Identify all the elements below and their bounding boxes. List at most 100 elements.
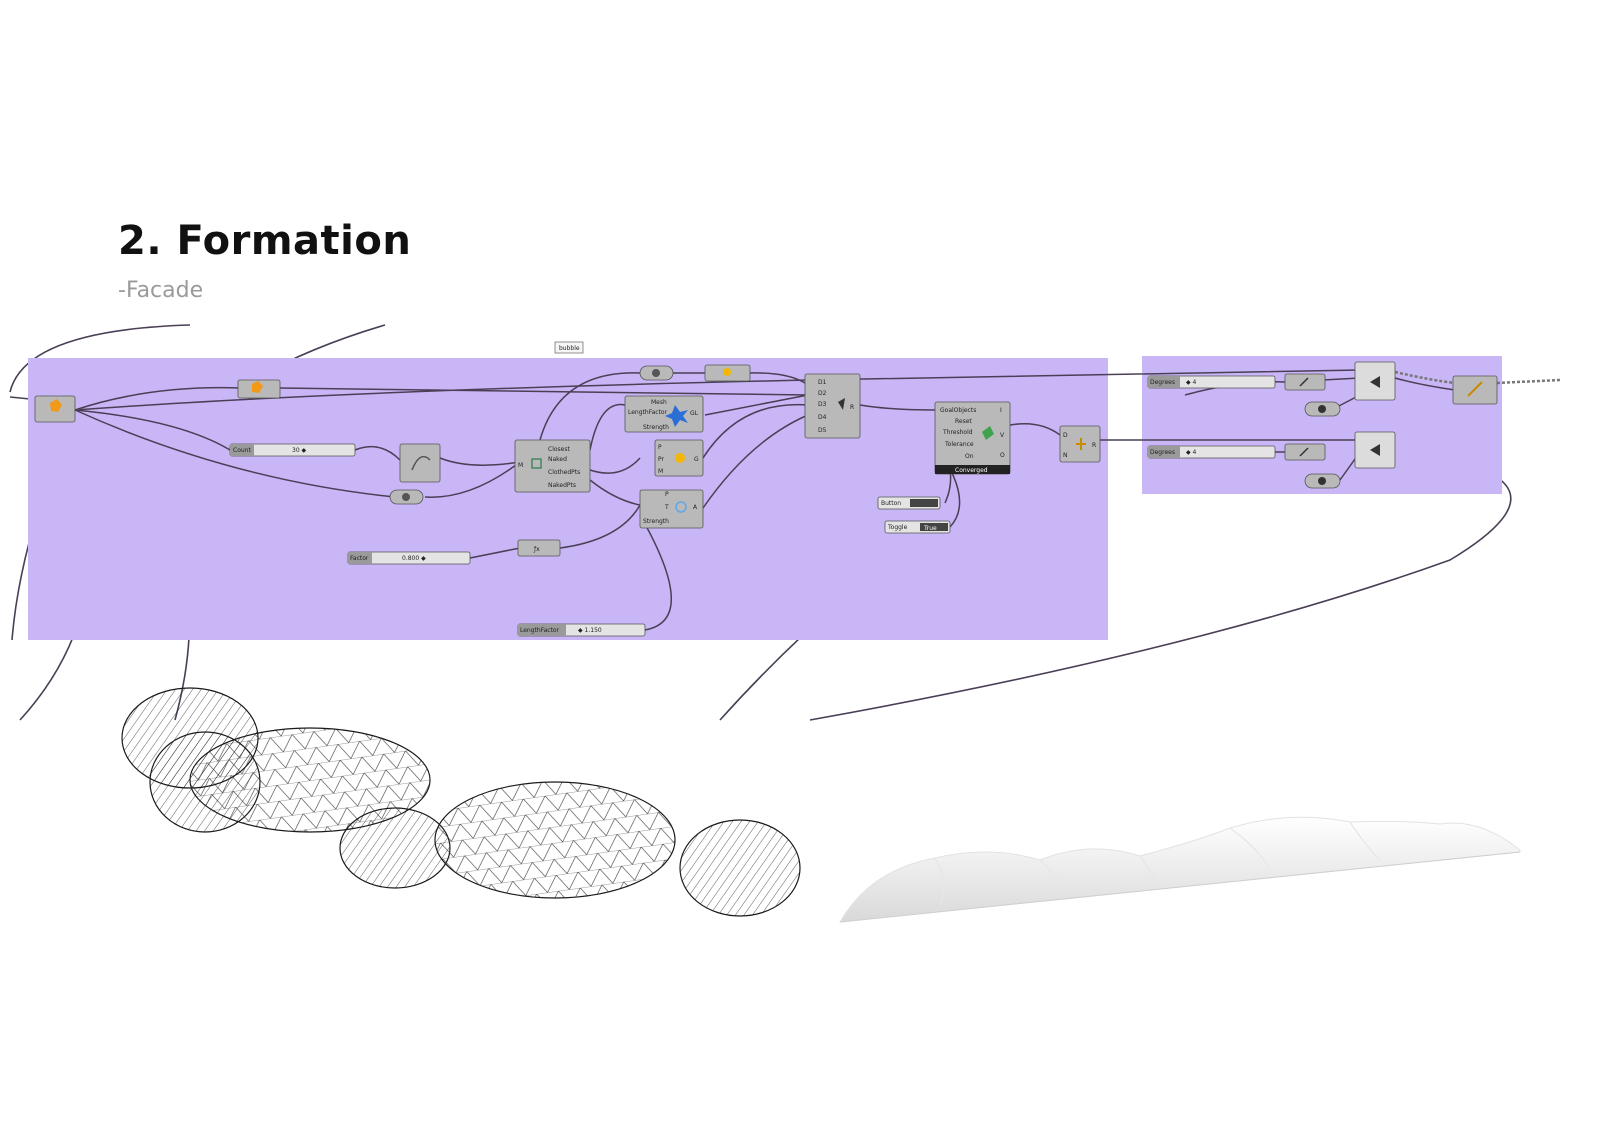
geometry-param-node[interactable] xyxy=(237,379,281,399)
svg-text:G: G xyxy=(694,456,699,463)
vector-icon xyxy=(1318,405,1326,413)
svg-text:T: T xyxy=(664,504,669,511)
group-label-tag: bubble xyxy=(554,341,584,354)
svg-text:Mesh: Mesh xyxy=(651,399,667,406)
wireframe-mesh-render xyxy=(121,687,801,917)
fx-icon: ƒx xyxy=(533,546,540,553)
svg-text:Threshold: Threshold xyxy=(942,429,973,436)
svg-text:M: M xyxy=(658,468,663,475)
svg-text:GL: GL xyxy=(690,410,699,417)
svg-text:◆ 4: ◆ 4 xyxy=(1186,449,1197,456)
svg-text:I: I xyxy=(1000,407,1002,414)
square-icon xyxy=(531,458,542,469)
rotate-component-1[interactable] xyxy=(1354,361,1396,401)
svg-text:V: V xyxy=(1000,432,1005,439)
anchor-icon xyxy=(675,501,687,513)
svg-text:D5: D5 xyxy=(818,427,827,434)
degree-convert-1[interactable] xyxy=(1284,373,1326,391)
smooth-icon xyxy=(1467,381,1483,397)
svg-text:0.800 ◆: 0.800 ◆ xyxy=(402,555,426,562)
gear-icon xyxy=(652,369,660,377)
svg-text:N: N xyxy=(1063,452,1068,459)
slider-label: Count xyxy=(233,447,251,454)
rotate-icon xyxy=(1370,444,1380,456)
curve-icon xyxy=(411,455,431,471)
svg-text:D1: D1 xyxy=(818,379,827,386)
divide-component[interactable] xyxy=(399,443,441,483)
svg-text:Reset: Reset xyxy=(955,418,972,425)
relay-node-2[interactable] xyxy=(639,365,674,381)
boolean-toggle[interactable]: Toggle True xyxy=(884,520,951,534)
vector-relay-2[interactable] xyxy=(1304,473,1341,489)
svg-text:M: M xyxy=(518,462,523,469)
svg-text:D: D xyxy=(1063,432,1068,439)
svg-text:Degrees: Degrees xyxy=(1150,379,1175,386)
factor-slider[interactable]: Factor 0.800 ◆ xyxy=(347,551,471,565)
orange-hexagon-icon xyxy=(252,381,263,393)
vector-relay-1[interactable] xyxy=(1304,401,1341,417)
move-icon xyxy=(1076,438,1086,450)
smooth-surface-render xyxy=(839,816,1521,923)
gear-icon xyxy=(402,493,410,501)
solver-status: Converged xyxy=(955,467,988,474)
relay-node-1[interactable] xyxy=(389,489,424,505)
closest-points-component[interactable]: M Closest Naked ClothedPts NakedPts xyxy=(514,439,591,493)
angle-icon xyxy=(1299,447,1309,457)
svg-text:Closest: Closest xyxy=(548,446,570,453)
pressure-goal-component[interactable]: P Pr M G xyxy=(654,439,704,477)
slider-value: 30 ◆ xyxy=(292,447,307,454)
star-goal-icon xyxy=(665,405,688,427)
svg-text:D4: D4 xyxy=(818,414,827,421)
svg-text:Naked: Naked xyxy=(548,456,567,463)
degree-convert-2[interactable] xyxy=(1284,443,1326,461)
page-title: 2. Formation xyxy=(118,218,412,264)
svg-text:◆ 4: ◆ 4 xyxy=(1186,379,1197,386)
svg-text:R: R xyxy=(1092,442,1096,449)
smooth-mesh-component[interactable] xyxy=(1452,375,1498,405)
count-slider[interactable]: Count 30 ◆ xyxy=(229,443,356,457)
svg-text:Degrees: Degrees xyxy=(1150,449,1175,456)
svg-text:NakedPts: NakedPts xyxy=(548,482,576,489)
svg-text:Tolerance: Tolerance xyxy=(944,441,974,448)
bulb-icon xyxy=(723,368,731,376)
svg-text:P: P xyxy=(665,491,669,498)
expression-component[interactable]: ƒx xyxy=(517,539,561,557)
svg-text:GoalObjects: GoalObjects xyxy=(940,407,976,414)
kangaroo-solver-component[interactable]: GoalObjects Reset Threshold Tolerance On… xyxy=(934,401,1011,475)
mesh-param-node[interactable] xyxy=(34,395,76,423)
anchor-goal-component[interactable]: P T Strength A xyxy=(639,489,704,529)
svg-text:A: A xyxy=(693,504,698,511)
svg-text:On: On xyxy=(965,453,974,460)
merge-component[interactable]: D1 D2 D3 D4 D5 R xyxy=(804,373,861,439)
rotate-component-2[interactable] xyxy=(1354,431,1396,469)
merge-icon xyxy=(838,398,845,410)
angle-icon xyxy=(1299,377,1309,387)
svg-text:Factor: Factor xyxy=(350,555,369,562)
svg-text:D3: D3 xyxy=(818,401,827,408)
rotate-icon xyxy=(1370,376,1380,388)
kangaroo-solver-icon xyxy=(982,426,994,440)
reset-button[interactable]: Button xyxy=(877,496,941,510)
svg-text:ClothedPts: ClothedPts xyxy=(548,469,580,476)
length-goal-component[interactable]: Mesh LengthFactor Strength GL xyxy=(624,395,704,433)
orange-hexagon-icon xyxy=(50,399,62,412)
svg-text:Strength: Strength xyxy=(643,424,669,431)
length-factor-slider[interactable]: LengthFactor ◆ 1.150 xyxy=(517,623,646,637)
svg-text:Button: Button xyxy=(881,500,901,507)
degrees-slider-1[interactable]: Degrees ◆ 4 xyxy=(1147,375,1276,389)
svg-text:Pr: Pr xyxy=(658,456,665,463)
bulb-param-node[interactable] xyxy=(704,364,751,382)
bulb-icon xyxy=(675,453,685,463)
page-subtitle: -Facade xyxy=(118,278,204,303)
svg-text:Toggle: Toggle xyxy=(887,524,908,531)
svg-text:O: O xyxy=(1000,452,1005,459)
degrees-slider-2[interactable]: Degrees ◆ 4 xyxy=(1147,445,1276,459)
svg-text:◆ 1.150: ◆ 1.150 xyxy=(578,627,602,634)
vector-icon xyxy=(1318,477,1326,485)
svg-text:Strength: Strength xyxy=(643,518,669,525)
range-component[interactable]: D N R xyxy=(1059,425,1101,463)
svg-text:R: R xyxy=(850,404,854,411)
svg-text:LengthFactor: LengthFactor xyxy=(520,627,560,634)
svg-text:True: True xyxy=(923,525,937,532)
